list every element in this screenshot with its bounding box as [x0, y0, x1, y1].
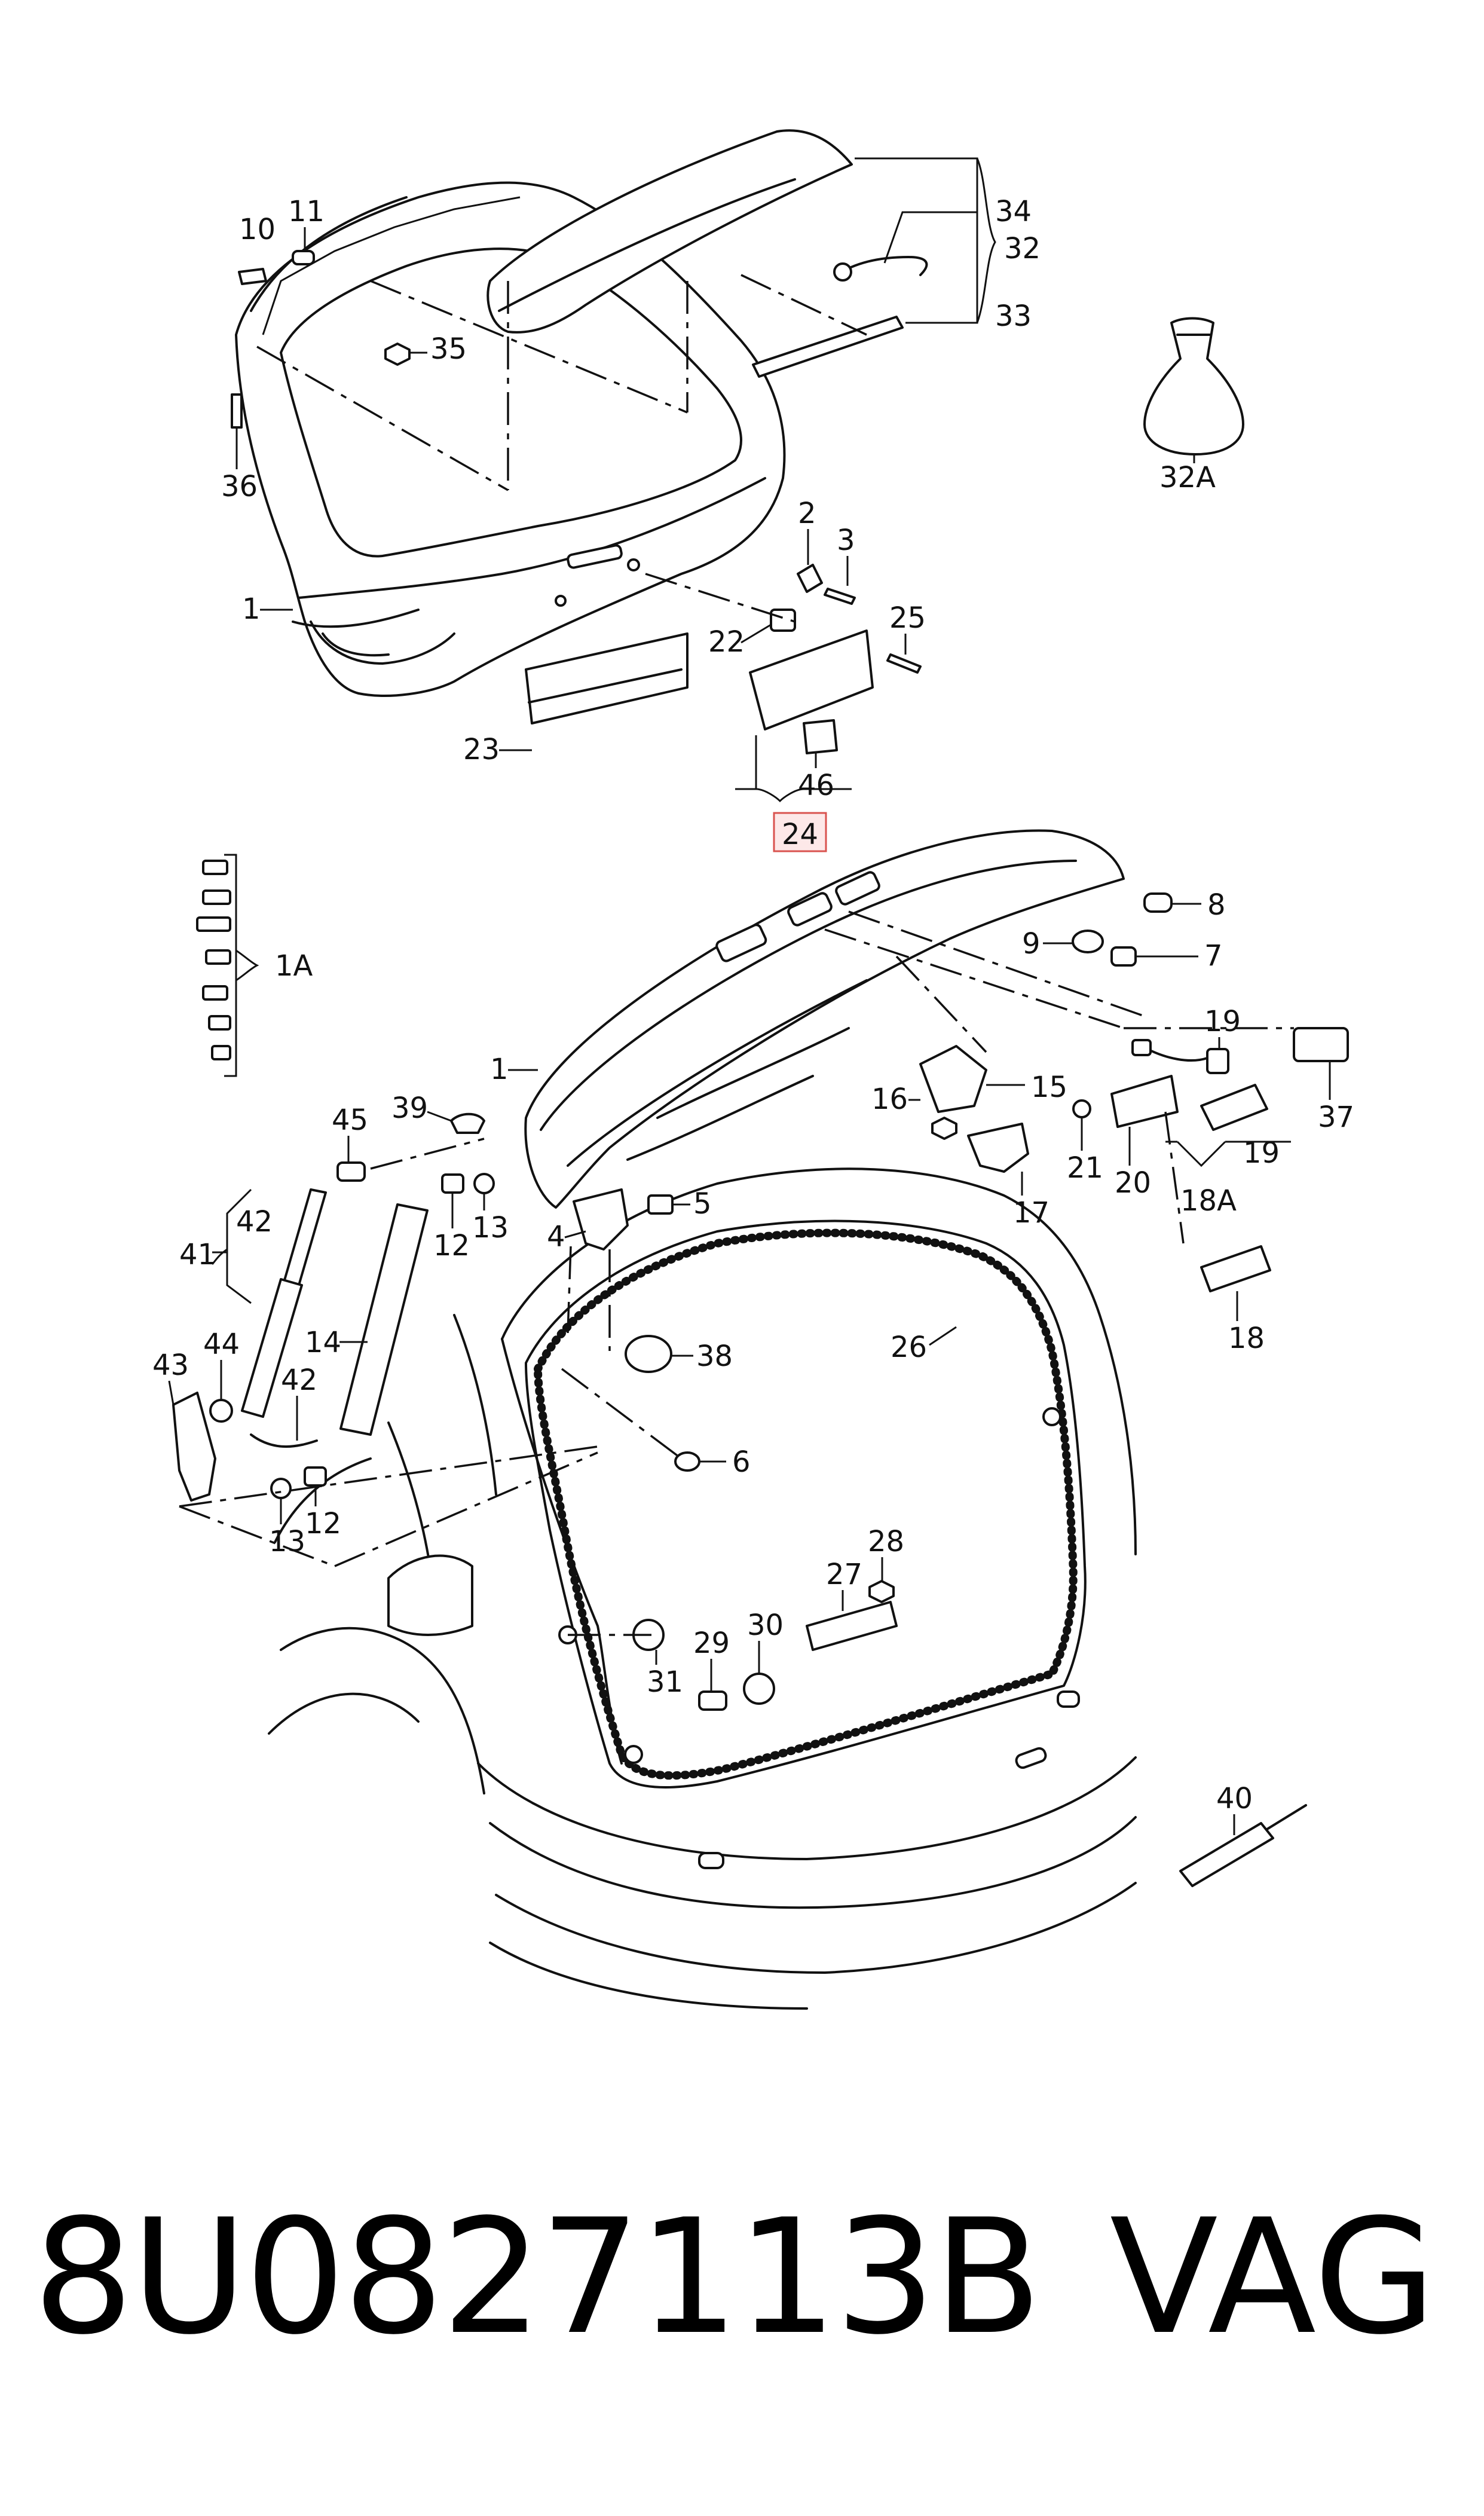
callout-40: 40 [1216, 1782, 1253, 1815]
callout-23: 23 [463, 733, 500, 766]
callout-37: 37 [1318, 1100, 1354, 1134]
callout-33: 33 [995, 299, 1032, 333]
callout-34: 34 [995, 195, 1032, 228]
callout-15: 15 [1031, 1071, 1067, 1104]
callout-7: 7 [1204, 939, 1223, 973]
callout-31: 31 [647, 1665, 683, 1699]
callout-35: 35 [430, 332, 467, 366]
callout-9: 9 [1022, 927, 1041, 961]
callout-39: 39 [391, 1092, 428, 1125]
callout-2: 2 [798, 497, 816, 530]
callout-6: 6 [732, 1445, 751, 1479]
callout-19b: 19 [1243, 1136, 1280, 1170]
callout-36: 36 [221, 470, 258, 503]
lower-leader-lines [179, 854, 1294, 1636]
callout-41: 41 [179, 1238, 216, 1271]
callout-42a: 42 [236, 1205, 273, 1239]
callout-45: 45 [332, 1103, 368, 1137]
callout-4: 4 [547, 1220, 565, 1254]
callout-labels: 1 2 3 10 11 22 23 24 25 32 32A 33 34 35 … [152, 195, 1354, 1835]
callout-10: 10 [239, 213, 276, 246]
callout-20: 20 [1115, 1166, 1151, 1200]
callout-32a: 32A [1159, 461, 1216, 494]
callout-8: 8 [1207, 888, 1226, 922]
callout-13a: 13 [472, 1211, 509, 1245]
callout-14: 14 [305, 1326, 341, 1359]
part-number-caption: 8U0827113B [33, 2185, 1042, 2370]
callout-18a: 18A [1180, 1184, 1237, 1218]
callout-19a: 19 [1204, 1005, 1241, 1038]
callout-16: 16 [871, 1083, 908, 1116]
protective-cover-bag [1143, 317, 1244, 455]
lower-small-parts [172, 860, 1349, 1887]
callout-30: 30 [747, 1609, 784, 1642]
callout-13b: 13 [269, 1525, 305, 1558]
callout-28: 28 [868, 1525, 904, 1558]
callout-25: 25 [889, 601, 926, 635]
callout-1a: 1A [275, 949, 313, 983]
callout-26: 26 [891, 1331, 927, 1364]
callout-32: 32 [1004, 232, 1041, 265]
callout-11: 11 [288, 195, 325, 228]
tailgate-exterior-drawing [235, 181, 786, 724]
callout-46: 46 [798, 769, 834, 802]
tailgate-inner-drawing [524, 829, 1125, 1209]
roof-spoiler-drawing [486, 129, 928, 378]
callout-22: 22 [708, 625, 745, 659]
callout-12b: 12 [305, 1507, 341, 1540]
callout-12a: 12 [433, 1229, 470, 1262]
callout-44: 44 [203, 1328, 240, 1361]
callout-21: 21 [1067, 1151, 1103, 1185]
callout-17: 17 [1013, 1196, 1049, 1230]
callout-42b: 42 [281, 1364, 317, 1397]
callout-43: 43 [152, 1349, 189, 1382]
callout-18: 18 [1228, 1322, 1265, 1355]
callout-24-highlight [773, 812, 827, 852]
callout-1-mid: 1 [490, 1053, 509, 1086]
upper-leader-lines [256, 157, 996, 803]
callout-38: 38 [696, 1340, 733, 1373]
callout-24: 24 [782, 818, 818, 851]
callout-27: 27 [826, 1558, 862, 1591]
tailgate-exploded-diagram: 1 2 3 10 11 22 23 24 25 32 32A 33 34 35 … [152, 129, 1354, 2010]
upper-small-parts [231, 250, 922, 754]
callout-1-top: 1 [242, 592, 261, 626]
callout-5: 5 [693, 1187, 712, 1221]
brand-caption: VAG [1109, 2185, 1436, 2370]
callout-3: 3 [837, 524, 855, 557]
callout-29: 29 [693, 1627, 730, 1660]
